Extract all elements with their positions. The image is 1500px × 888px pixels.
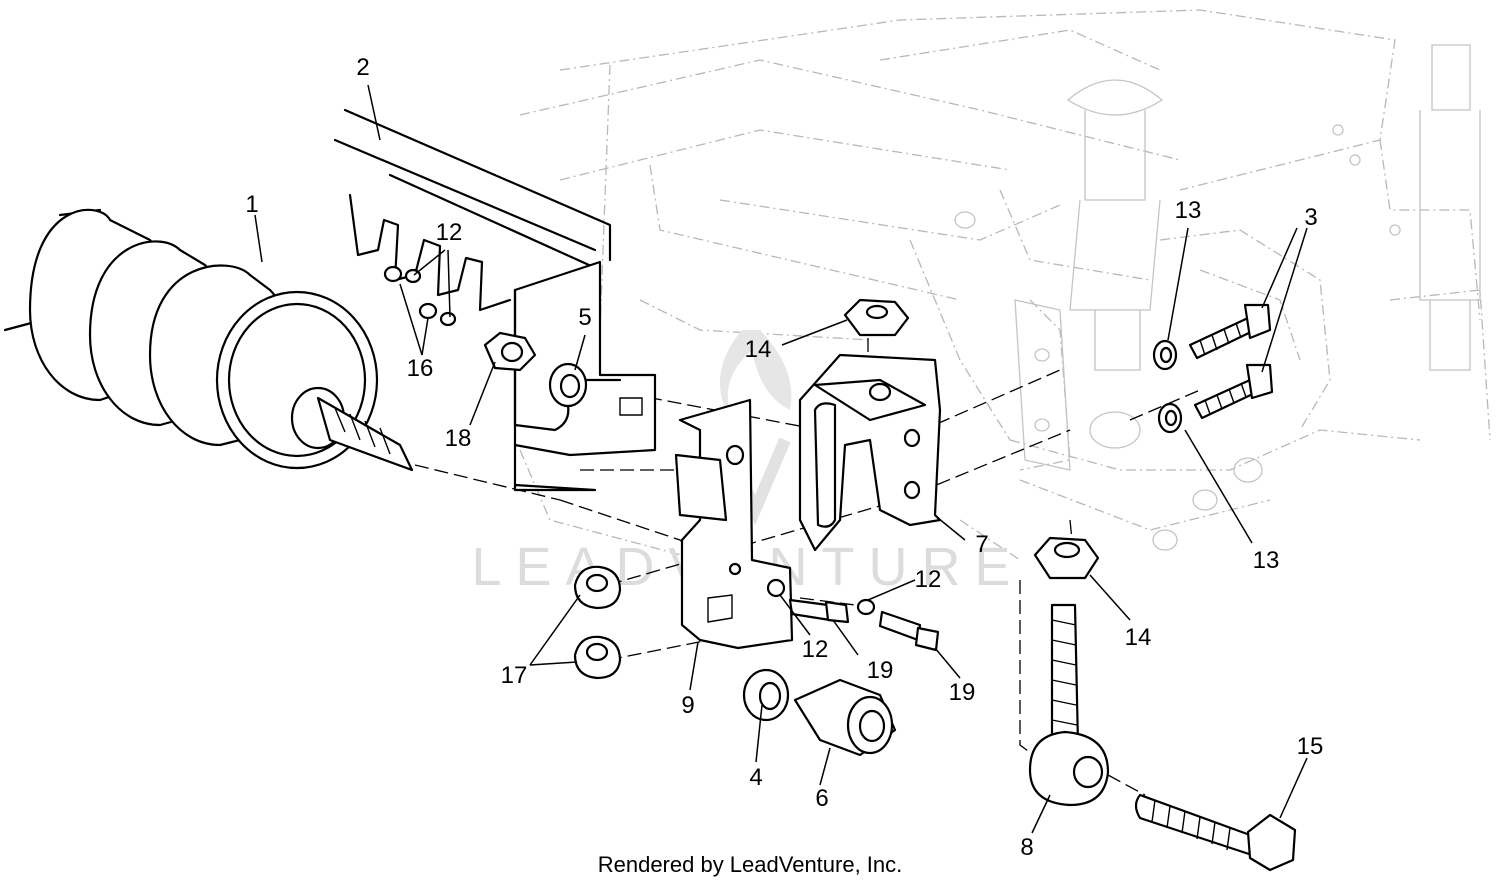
callout-18: 18 bbox=[445, 425, 472, 452]
nut-14-top bbox=[843, 298, 910, 337]
cap-screws-19 bbox=[788, 598, 940, 652]
callout-4: 4 bbox=[749, 764, 762, 791]
washer-4 bbox=[742, 668, 790, 722]
bolts-3 bbox=[1188, 303, 1274, 420]
callout-13-top: 13 bbox=[1175, 197, 1202, 224]
callout-14-bottom: 14 bbox=[1125, 624, 1152, 651]
callout-12-top: 12 bbox=[436, 219, 463, 246]
watermark-flame-icon bbox=[719, 330, 792, 430]
bracket-plate-9 bbox=[674, 398, 794, 650]
leader-lines bbox=[254, 84, 1308, 834]
footer-credit: Rendered by LeadVenture, Inc. bbox=[598, 852, 903, 877]
callout-12-bottom: 12 bbox=[802, 636, 829, 663]
lock-nuts-17 bbox=[573, 565, 622, 680]
washers-13 bbox=[1152, 339, 1183, 434]
spacer-6 bbox=[793, 678, 897, 757]
callout-2: 2 bbox=[356, 54, 369, 81]
callout-5: 5 bbox=[578, 304, 591, 331]
callout-19-left: 19 bbox=[867, 657, 894, 684]
nut-18 bbox=[483, 331, 537, 372]
deck-channel bbox=[333, 108, 657, 492]
idler-bracket-7 bbox=[798, 353, 942, 552]
callout-1: 1 bbox=[245, 191, 258, 218]
callout-7: 7 bbox=[975, 531, 988, 558]
callout-13-bottom: 13 bbox=[1253, 547, 1280, 574]
callout-15: 15 bbox=[1297, 733, 1324, 760]
callout-labels: 1 2 3 4 5 6 7 8 9 12 12 12 13 13 14 14 1… bbox=[245, 54, 1323, 861]
small-hardware-left bbox=[383, 265, 457, 327]
callout-17: 17 bbox=[501, 662, 528, 689]
callout-8: 8 bbox=[1020, 834, 1033, 861]
callout-14-top: 14 bbox=[745, 336, 772, 363]
callout-9: 9 bbox=[681, 692, 694, 719]
nut-14-lower bbox=[1033, 536, 1100, 580]
eye-bolt-8 bbox=[1028, 603, 1110, 807]
callout-12-right: 12 bbox=[915, 566, 942, 593]
ghost-frame-assembly bbox=[519, 9, 1491, 561]
washer-5 bbox=[548, 362, 588, 408]
callout-3: 3 bbox=[1304, 204, 1317, 231]
callout-6: 6 bbox=[815, 785, 828, 812]
callout-19-right: 19 bbox=[949, 679, 976, 706]
bolt-15 bbox=[1134, 793, 1297, 872]
callout-16: 16 bbox=[407, 355, 434, 382]
pulley-stack bbox=[3, 208, 414, 472]
